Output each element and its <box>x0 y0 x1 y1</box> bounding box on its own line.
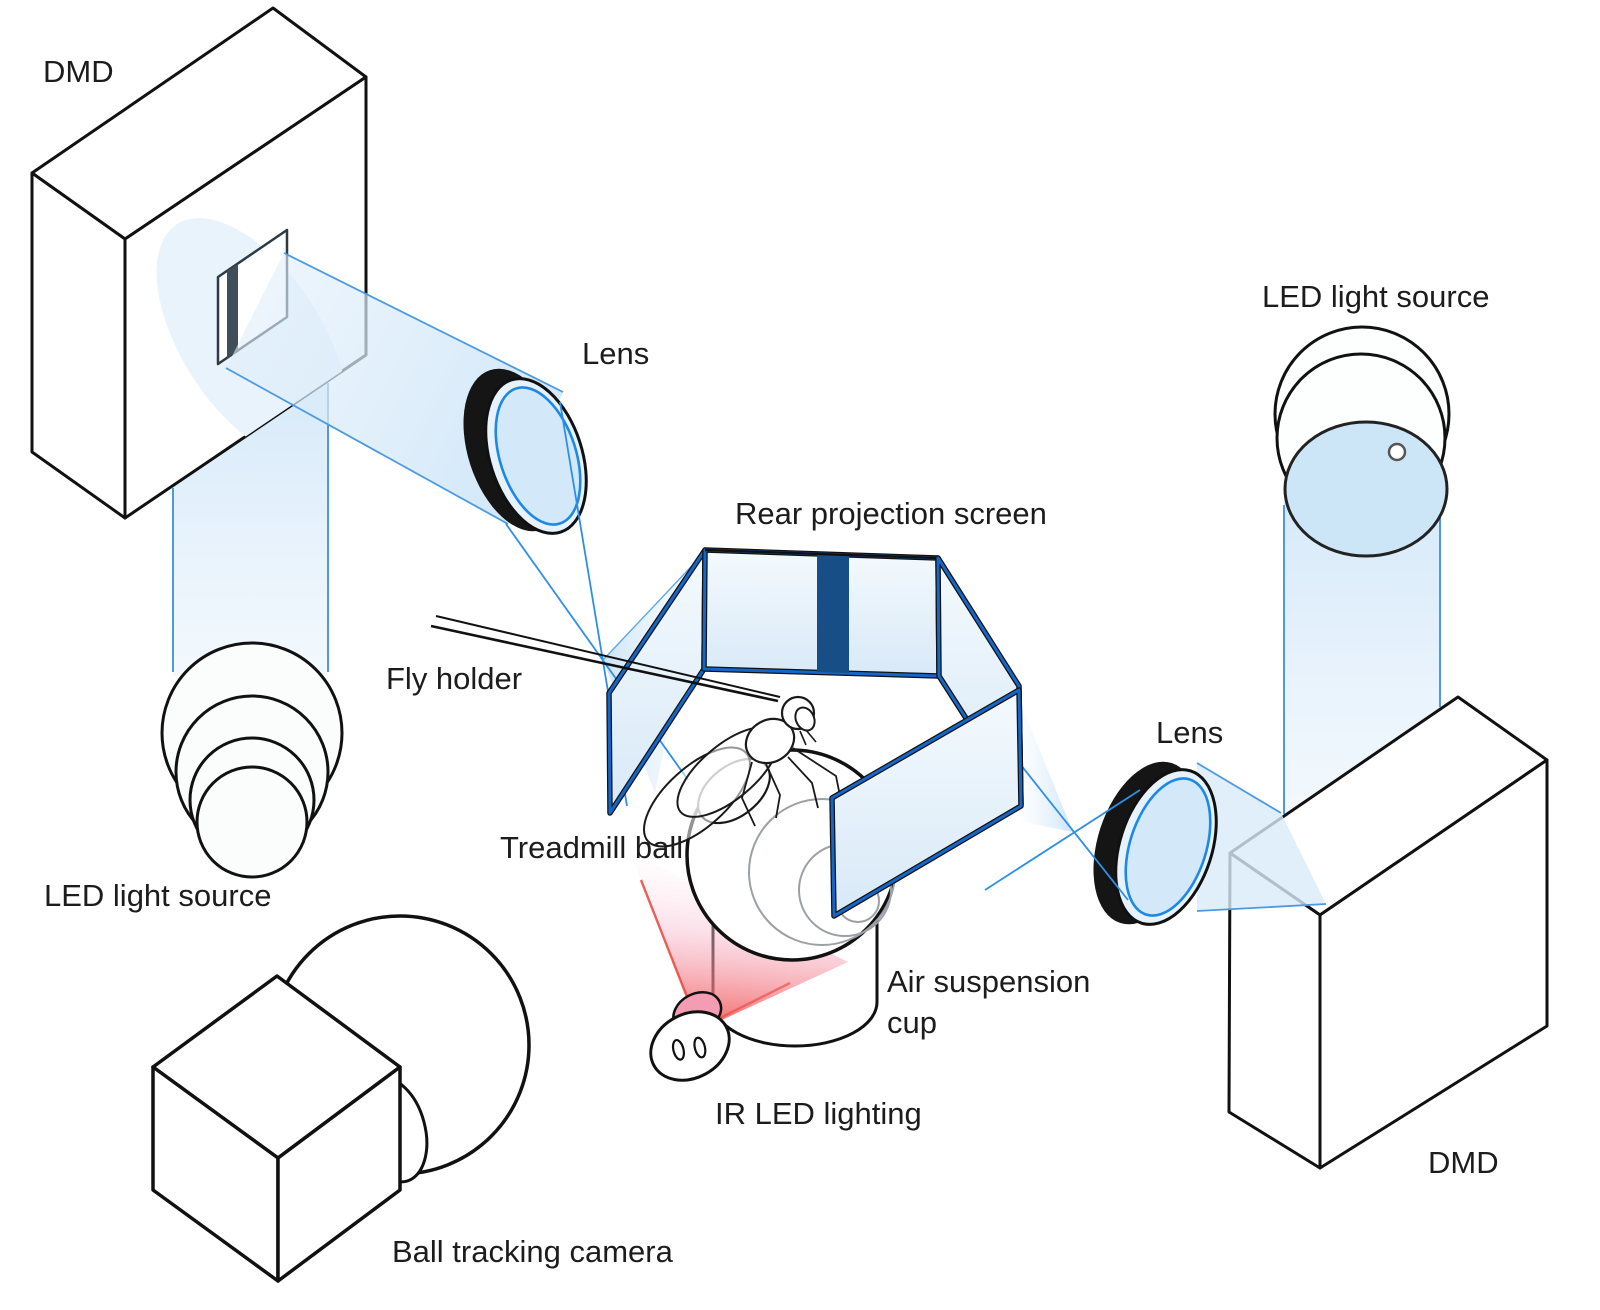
beam-fill <box>1284 500 1440 816</box>
ir-led-slot <box>693 1036 707 1059</box>
beam-edge <box>1196 903 1327 912</box>
beam-led-dmd-left-fill <box>173 381 328 676</box>
fly-holder-rod <box>430 615 781 703</box>
rear-projection-screen <box>606 547 1024 816</box>
label-lens-top: Lens <box>582 336 649 371</box>
ir-led-bulb <box>649 990 731 1082</box>
beam-fill <box>1197 763 1326 911</box>
label-lens-right: Lens <box>1156 715 1223 750</box>
fly-legs <box>741 747 843 827</box>
camera-body-right <box>276 1065 402 1283</box>
beam-edge <box>1196 762 1282 814</box>
label-air-suspension-2: cup <box>887 1005 937 1040</box>
beam-led-to-dmd-left <box>172 381 329 676</box>
screen-top-edge <box>704 548 939 560</box>
projected-stripe <box>817 554 849 673</box>
fly-holder-line-lower <box>430 624 779 703</box>
label-led-right: LED light source <box>1262 279 1489 314</box>
fly-holder-line-upper <box>435 615 781 698</box>
label-dmd-bottom-right: DMD <box>1428 1145 1499 1180</box>
label-ball-camera: Ball tracking camera <box>392 1234 674 1269</box>
label-air-suspension-1: Air suspension <box>887 964 1090 999</box>
dmd-device-top-left <box>30 6 368 520</box>
rays-lens-to-screen-right <box>984 702 1141 901</box>
label-rear-projection: Rear projection screen <box>735 496 1047 531</box>
led-light-source-left <box>160 641 344 879</box>
beam-edge <box>225 367 509 525</box>
label-led-left: LED light source <box>44 878 271 913</box>
led-die-dot <box>1387 442 1407 462</box>
screen-panel-front-right <box>829 687 1024 919</box>
lens-glass <box>494 386 582 526</box>
dmd-pattern-stripe <box>227 264 238 358</box>
lens-right <box>1093 761 1218 926</box>
fly-eye <box>794 706 816 732</box>
label-fly-holder: Fly holder <box>386 661 522 696</box>
beam-edge <box>283 252 564 393</box>
ray <box>984 789 1141 891</box>
ir-led-face <box>649 1010 731 1082</box>
ray <box>602 552 705 661</box>
label-dmd-top-left: DMD <box>43 54 114 89</box>
ir-led-slot <box>671 1038 685 1061</box>
beam-dmd-to-lens-right <box>1196 762 1327 912</box>
label-treadmill-ball: Treadmill ball <box>500 830 683 865</box>
fly <box>643 695 843 848</box>
fly-antennae <box>799 729 817 746</box>
ray-fan <box>1020 702 1073 832</box>
lens-top-left <box>463 368 588 535</box>
led-barrel-ring-4 <box>195 765 309 879</box>
labels: DMD Lens Rear projection screen LED ligh… <box>43 54 1499 1269</box>
ray <box>1004 744 1129 901</box>
led-light-source-right <box>1273 325 1451 558</box>
dmd-device-bottom-right <box>1227 695 1549 1170</box>
screen-panel-front-outline <box>829 687 1024 919</box>
label-ir-led: IR LED lighting <box>715 1096 922 1131</box>
lens-glass <box>1124 777 1212 917</box>
led-emitting-face <box>1283 420 1449 558</box>
screen-panel-front-edge <box>830 688 1023 918</box>
dmd-front-face <box>1318 758 1549 1170</box>
beam-led-to-dmd-right <box>1283 500 1441 816</box>
ball-tracking-camera <box>151 914 531 1283</box>
